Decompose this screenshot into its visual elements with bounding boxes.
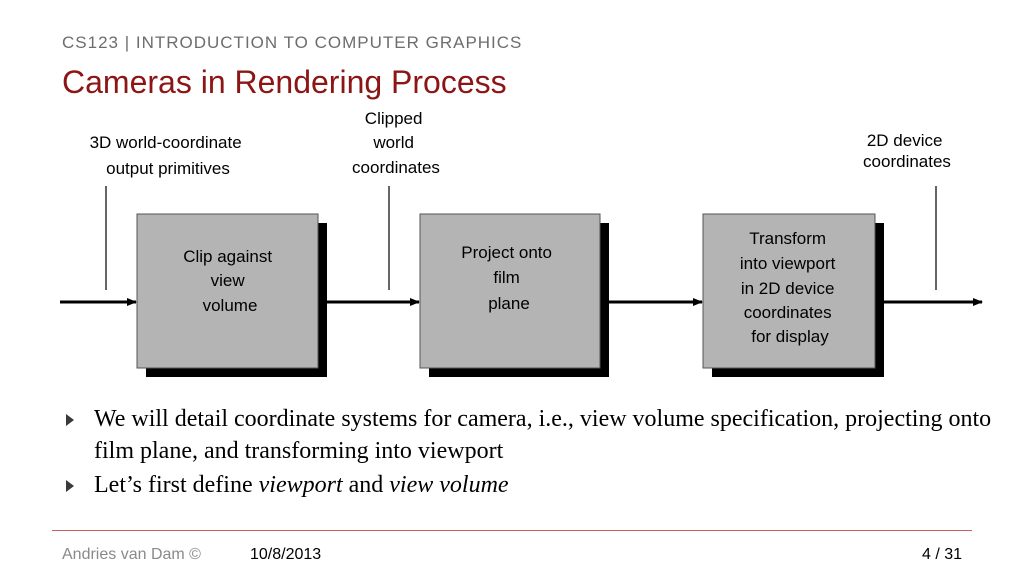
bullet-text-mid: and [342,472,390,498]
transform-box-label: Transform into viewport in 2D device coo… [740,229,840,346]
bullet-emphasis-view-volume: view volume [389,472,509,498]
page-number: 4 / 31 [921,546,962,563]
output-label: 2D device coordinates [863,131,951,171]
transform-box-face [702,213,876,369]
rendering-pipeline-diagram: 3D world-coordinate output primitives Cl… [60,109,983,377]
course-header: CS123 | INTRODUCTION TO COMPUTER GRAPHIC… [62,33,523,52]
project-box-label: Project onto film plane [461,243,556,313]
bullet-text-prefix: Let’s first define [94,472,259,498]
project-box-face [419,213,601,369]
clip-box-face [136,213,319,369]
transform-box: Transform into viewport in 2D device coo… [702,213,884,377]
clipped-label: Clipped world coordinates [352,109,440,177]
footer-author: Andries van Dam © [62,546,201,563]
clip-box-label: Clip against view volume [183,247,277,315]
bullet-triangle-icon [66,414,74,426]
footer-divider [52,530,972,531]
project-box: Project onto film plane [419,213,609,377]
slide-title: Cameras in Rendering Process [62,64,507,100]
bullet-item: Let’s first define viewport and view vol… [62,469,1002,501]
bullet-text: We will detail coordinate systems for ca… [94,406,992,464]
bullet-triangle-icon [66,480,74,492]
footer-date: 10/8/2013 [250,546,322,563]
input-label: 3D world-coordinate output primitives [90,133,247,178]
clip-box: Clip against view volume [136,213,327,377]
bullet-item: We will detail coordinate systems for ca… [62,403,1002,467]
bullet-emphasis-viewport: viewport [258,472,343,498]
bullet-list: We will detail coordinate systems for ca… [62,403,1002,503]
